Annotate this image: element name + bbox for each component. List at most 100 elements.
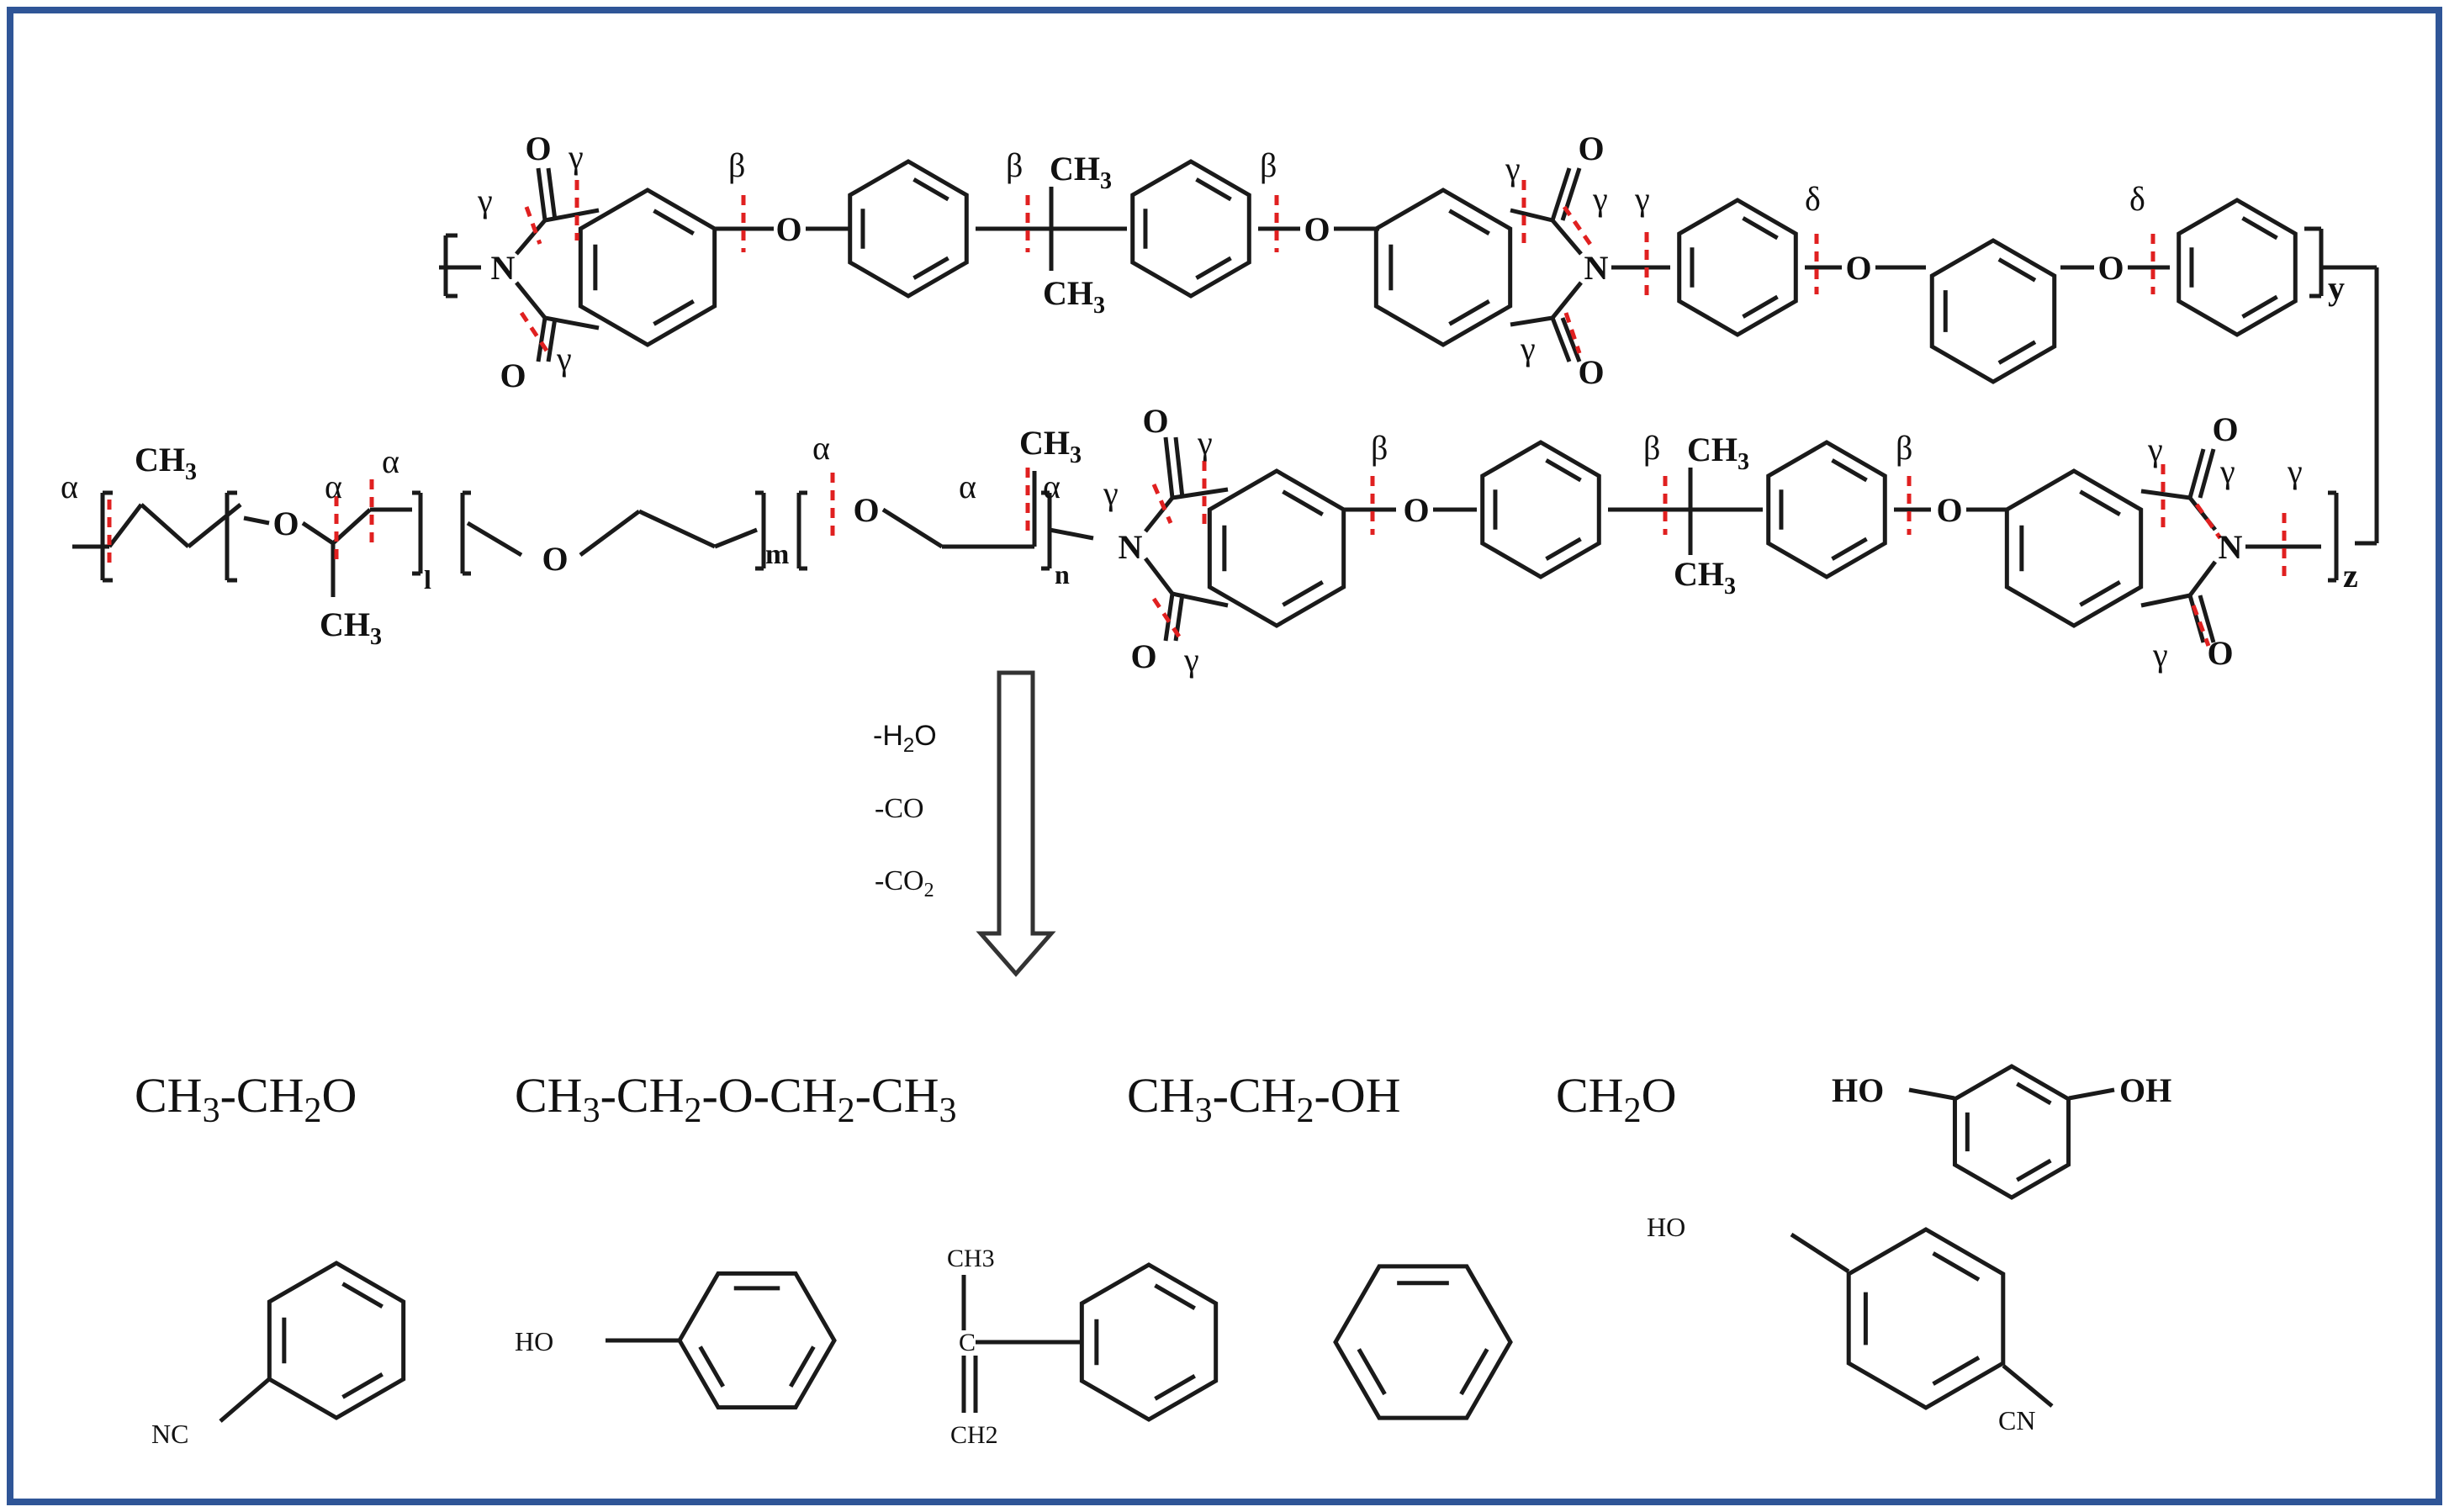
double-bond <box>1997 257 2037 283</box>
cleavage-mark <box>524 206 542 245</box>
double-bond <box>1154 1374 1196 1401</box>
double-bond <box>1195 177 1232 202</box>
bond <box>140 503 190 548</box>
cleavage-label: α <box>325 468 342 505</box>
cleavage-mark <box>2194 503 2223 540</box>
bond <box>2140 593 2191 608</box>
bond <box>1550 167 1572 221</box>
cleavage-label: γ <box>556 340 572 378</box>
methyl-label: CH3 <box>1674 555 1736 600</box>
double-bond <box>912 256 949 280</box>
resorcinol-product-ring <box>1952 1064 2071 1200</box>
cleavage-label: γ <box>568 138 584 176</box>
bond <box>546 317 558 362</box>
phenylene-ring <box>2177 198 2298 337</box>
ether-o-label: O <box>853 491 879 529</box>
cleavage-label: β <box>728 146 745 184</box>
cleavage-label: γ <box>1634 180 1650 218</box>
cleavage-label: γ <box>2219 452 2235 490</box>
imide-n-label: N <box>491 249 516 287</box>
diagram-border <box>7 7 2442 1505</box>
cleavage-mark <box>1151 484 1173 524</box>
double-bond <box>2241 216 2278 241</box>
repeat-index-l: l <box>424 564 431 595</box>
bond <box>243 515 270 526</box>
bond <box>546 167 558 221</box>
methyl-label: CH3 <box>1019 424 1082 468</box>
phthalimide-ring <box>1373 188 1513 347</box>
methyl-label: CH3 <box>320 605 382 650</box>
double-bond <box>341 1372 383 1399</box>
double-bond <box>1357 1348 1387 1396</box>
phthalimide-ring <box>578 188 717 347</box>
cleavage-label: γ <box>2287 452 2303 490</box>
bond <box>536 167 547 221</box>
bond <box>637 509 717 549</box>
bond <box>1144 496 1174 533</box>
cleavage-label: β <box>1260 146 1277 184</box>
bond <box>1560 317 1582 362</box>
product-structures <box>219 1064 2115 1423</box>
bond <box>466 521 523 558</box>
cleavage-label: γ <box>1197 424 1213 462</box>
carbonyl-o-label: O <box>500 357 526 394</box>
benzonitrile-ring <box>267 1261 406 1420</box>
bond <box>1173 436 1185 499</box>
double-bond <box>2079 489 2121 516</box>
double-bond <box>1932 1356 1981 1386</box>
double-bond <box>1997 340 2037 365</box>
phthalimide-ring <box>1207 468 1346 628</box>
bond <box>301 521 335 546</box>
double-bond <box>1742 216 1779 241</box>
double-bond <box>1831 458 1868 483</box>
down-arrow-icon <box>976 670 1056 977</box>
bond <box>1510 208 1553 223</box>
ether-o-label: O <box>1304 210 1330 248</box>
methyl-label: CH3 <box>1043 274 1105 319</box>
cleavage-label: δ <box>2129 180 2145 218</box>
double-bond <box>2016 1081 2052 1106</box>
double-bond <box>1448 299 1490 326</box>
bond <box>2187 595 2206 643</box>
bond <box>536 317 547 362</box>
phenol-ho-label: HO <box>515 1326 553 1356</box>
bond <box>1510 315 1553 327</box>
phenylene-ring <box>1130 159 1251 299</box>
bond <box>2140 489 2191 500</box>
cleavage-label: γ <box>1505 150 1521 188</box>
bond <box>1551 219 1583 256</box>
methyl-label: CH3 <box>135 441 197 485</box>
bond <box>1163 593 1175 642</box>
cleavage-label: β <box>1371 429 1388 467</box>
cleavage-mark <box>1563 312 1582 354</box>
product-formaldehyde: CH2O <box>1556 1068 1676 1130</box>
cleavage-label: α <box>959 468 976 505</box>
phenylene-ring <box>848 159 969 299</box>
bond <box>1172 591 1229 608</box>
imide-n-label: N <box>1584 249 1609 287</box>
benzene-product-ring <box>1333 1264 1513 1420</box>
double-bond <box>653 209 695 235</box>
resorcinol-ring <box>1929 238 2057 384</box>
bond <box>1551 281 1583 320</box>
cyanophenol-ring <box>1846 1227 2006 1410</box>
product-ethanol: CH3-CH2-OH <box>1127 1068 1401 1130</box>
bond <box>1144 557 1174 595</box>
ether-o-label: O <box>2097 249 2124 287</box>
carbonyl-o-label: O <box>2207 634 2233 672</box>
phenylene-ring <box>1766 440 1887 579</box>
product-diethyl-ether: CH3-CH2-O-CH2-CH3 <box>515 1068 956 1130</box>
styrene-methylene-label: CH2 <box>950 1421 998 1449</box>
ether-o-label: O <box>775 210 801 248</box>
cleavage-label: γ <box>1183 641 1199 679</box>
methyl-label: CH3 <box>1050 150 1112 194</box>
ether-o-label: O <box>272 505 299 542</box>
bond <box>1049 527 1094 541</box>
cyanophenol-ho-label: HO <box>1647 1212 1685 1242</box>
cleavage-label: α <box>61 468 78 505</box>
cleavage-label: α <box>382 442 399 480</box>
phthalimide-ring <box>2004 468 2144 628</box>
